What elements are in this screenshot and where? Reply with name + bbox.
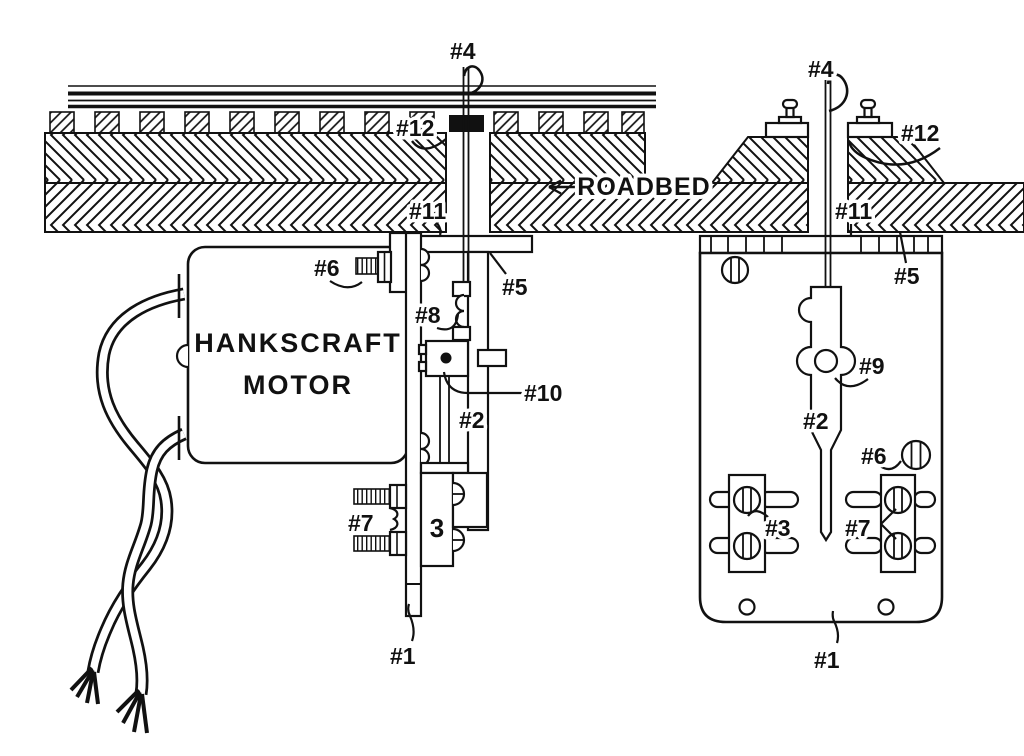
callout-side-10: #10 — [524, 380, 562, 406]
mounting-bar — [404, 231, 423, 618]
tie-top-right-half — [846, 121, 894, 139]
crimp-fitting-upper — [451, 280, 472, 298]
bar-clips — [420, 247, 431, 467]
terminal-block-right — [844, 473, 937, 574]
throw-wire-hook — [462, 65, 484, 96]
retainer-clip-1 — [454, 293, 465, 313]
roadbed-upper-layer-left — [44, 132, 447, 184]
plate-hole-left — [738, 598, 756, 616]
leader-10-side — [442, 371, 522, 395]
callout-side-8: #8 — [415, 302, 441, 328]
leader-7-front — [880, 508, 897, 540]
latex-tubing-marker — [449, 115, 484, 132]
side-view-assembly — [69, 65, 534, 734]
callout-front-7: #7 — [845, 515, 871, 541]
leader-12-side — [411, 138, 447, 150]
roadbed-arrow — [548, 179, 581, 195]
callout-side-7: #7 — [348, 510, 374, 536]
mounting-plate-side — [406, 234, 534, 254]
callout-front-3: #3 — [765, 515, 791, 541]
plate-screw-top-left — [720, 255, 750, 285]
roadbed-lower-band-2 — [489, 182, 809, 233]
leader-3-front — [747, 510, 771, 520]
terminal-block-left — [708, 473, 800, 574]
callout-side-11: #11 — [409, 198, 446, 224]
switch-box-screws — [452, 481, 466, 553]
motor-label-line2: MOTOR — [243, 370, 353, 400]
callout-front-4: #4 — [808, 56, 834, 82]
callout-front-2: #2 — [803, 408, 829, 434]
callout-switch-3: 3 — [430, 513, 444, 543]
tie-top-left-half — [764, 121, 810, 139]
wire-frayed-end-right — [115, 688, 149, 734]
leader-12-front — [847, 141, 941, 166]
rail-profile-right — [855, 98, 881, 125]
plate-hole-right — [877, 598, 895, 616]
leader-5-side — [489, 252, 507, 275]
callout-side-2: #2 — [459, 407, 485, 433]
brace-7 — [389, 506, 399, 532]
callout-front-9: #9 — [859, 353, 885, 379]
throw-wire-hook-front — [826, 73, 849, 113]
track-ties — [49, 111, 645, 134]
actuator-pin — [476, 348, 508, 368]
actuator-guide-plate — [466, 250, 490, 532]
leader-6-side — [329, 280, 363, 289]
roadbed-lower-band-1 — [44, 182, 447, 233]
leader-1-side — [407, 603, 415, 642]
roadbed-label: ROADBED — [577, 173, 710, 201]
callout-front-11: #11 — [835, 198, 872, 224]
leader-5-front — [898, 231, 908, 264]
motor-feeder-wires — [69, 287, 187, 734]
rail-profile-left — [777, 98, 803, 125]
ballast-mound-left — [709, 136, 809, 184]
roadbed-cross-section — [44, 98, 1024, 233]
actuator-body-front — [795, 285, 857, 543]
roadbed-upper-layer-right — [489, 132, 646, 184]
callout-front-12: #12 — [901, 120, 939, 146]
actuator-hole — [813, 348, 839, 374]
mounting-screw-front — [900, 439, 932, 471]
motor-case-notch — [175, 343, 189, 369]
callout-side-5: #5 — [502, 274, 528, 300]
callout-side-6: #6 — [314, 255, 340, 281]
leader-9-front — [834, 377, 869, 388]
set-screw-dot — [440, 352, 452, 364]
bracket-screws-side — [353, 483, 408, 557]
leader-1-front — [831, 610, 840, 644]
callout-front-6: #6 — [861, 443, 887, 469]
front-view-assembly — [698, 73, 944, 644]
mounting-flange-front — [698, 234, 944, 255]
callout-side-12: #12 — [396, 115, 434, 141]
crimp-fitting-lower — [451, 325, 472, 342]
roadbed-lower-band-3 — [847, 182, 1024, 233]
callout-side-4: #4 — [450, 38, 476, 64]
callout-front-5: #5 — [894, 263, 920, 289]
wire-frayed-end-left — [69, 666, 100, 705]
track-side-view — [49, 85, 656, 134]
leader-8-side — [436, 313, 460, 331]
leader-11-side — [436, 222, 442, 236]
motor-label-line1: HANKSCRAFT — [194, 328, 401, 358]
callout-front-1: #1 — [814, 647, 840, 673]
leader-6-front — [879, 460, 902, 471]
bracket-flange — [388, 231, 409, 294]
callout-side-1: #1 — [390, 643, 416, 669]
mounting-bolt — [355, 250, 393, 284]
bracket-crossbar — [419, 461, 470, 475]
